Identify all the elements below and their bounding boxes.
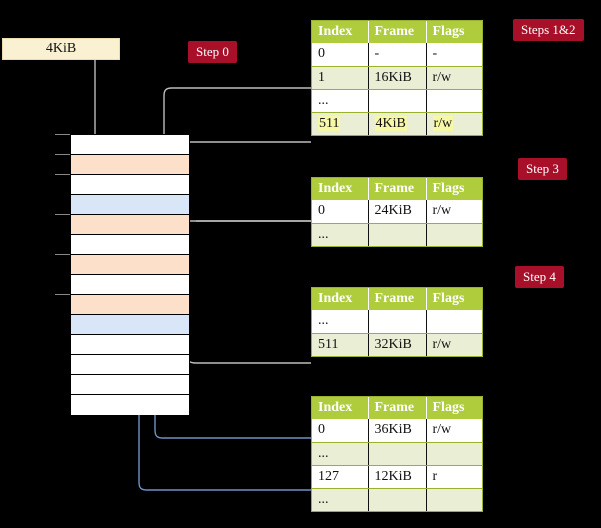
physical-memory-block — [70, 134, 190, 415]
wire-step3 — [171, 220, 311, 249]
cell-flags: - — [426, 43, 482, 67]
memory-tick — [55, 294, 71, 295]
cell-flags — [426, 89, 482, 113]
memory-frame-row — [71, 375, 189, 395]
cell-frame — [368, 89, 427, 113]
memory-frame-row — [71, 155, 189, 175]
column-header-flags: Flags — [426, 178, 482, 200]
cell-index: 0 — [312, 419, 369, 443]
step-label-step3: Step 3 — [518, 158, 567, 180]
source-frame-label: 4KiB — [45, 41, 77, 56]
memory-frame-row — [71, 295, 189, 315]
cell-frame — [368, 310, 427, 334]
table-row: ... — [312, 310, 482, 334]
table-row: 0-- — [312, 43, 482, 67]
cell-index: 511 — [312, 112, 369, 135]
memory-tick — [55, 214, 71, 215]
cell-frame: 12KiB — [368, 465, 427, 489]
step-label-step4: Step 4 — [515, 266, 564, 288]
memory-frame-row — [71, 315, 189, 335]
memory-frame-row — [71, 255, 189, 275]
cell-flags — [426, 488, 482, 511]
memory-frame-row — [71, 355, 189, 375]
memory-frame-row — [71, 395, 189, 415]
column-header-flags: Flags — [426, 288, 482, 310]
column-header-frame: Frame — [368, 21, 427, 43]
cell-index: ... — [312, 223, 369, 246]
column-header-flags: Flags — [426, 21, 482, 43]
column-header-frame: Frame — [368, 288, 427, 310]
step-label-step0: Step 0 — [188, 41, 237, 63]
cell-frame: 32KiB — [368, 333, 427, 356]
cell-index: 0 — [312, 43, 369, 67]
step-label-steps12: Steps 1&2 — [513, 19, 584, 41]
cell-frame: 24KiB — [368, 200, 427, 224]
cell-frame: 36KiB — [368, 419, 427, 443]
wire-step4 — [179, 316, 311, 364]
column-header-index: Index — [312, 178, 369, 200]
cell-flags: r/w — [426, 66, 482, 90]
table-row: ... — [312, 442, 482, 466]
memory-tick — [55, 254, 71, 255]
cell-index: 127 — [312, 465, 369, 489]
cell-frame — [368, 223, 427, 246]
cell-index: ... — [312, 488, 369, 511]
memory-tick — [55, 154, 71, 155]
cell-flags: r/w — [426, 333, 482, 356]
column-header-frame: Frame — [368, 178, 427, 200]
column-header-index: Index — [312, 397, 369, 419]
column-header-index: Index — [312, 288, 369, 310]
column-header-frame: Frame — [368, 397, 427, 419]
memory-frame-row — [71, 335, 189, 355]
cell-flags — [426, 223, 482, 246]
cell-index: 1 — [312, 66, 369, 90]
memory-frame-row — [71, 135, 189, 155]
table-row: ... — [312, 89, 482, 113]
memory-frame-row — [71, 235, 189, 255]
cell-frame — [368, 442, 427, 466]
memory-tick — [55, 174, 71, 175]
source-frame-box: 4KiB — [2, 38, 120, 60]
column-header-index: Index — [312, 21, 369, 43]
cell-index: 511 — [312, 333, 369, 356]
cell-index: ... — [312, 89, 369, 113]
cell-flags — [426, 442, 482, 466]
cell-flags: r/w — [426, 112, 482, 135]
table-row: ... — [312, 488, 482, 511]
column-header-flags: Flags — [426, 397, 482, 419]
cell-index: ... — [312, 442, 369, 466]
wire-final-0 — [148, 330, 311, 439]
memory-frame-row — [71, 175, 189, 195]
cell-flags — [426, 310, 482, 334]
memory-frame-row — [71, 195, 189, 215]
cell-frame: 16KiB — [368, 66, 427, 90]
cell-index: ... — [312, 310, 369, 334]
cell-frame — [368, 488, 427, 511]
cell-frame: 4KiB — [368, 112, 427, 135]
memory-frame-row — [71, 215, 189, 235]
memory-tick — [55, 134, 71, 135]
cell-flags: r/w — [426, 419, 482, 443]
memory-frame-row — [71, 275, 189, 295]
cell-frame: - — [368, 43, 427, 67]
cell-flags: r — [426, 465, 482, 489]
wire-final-127 — [132, 208, 311, 491]
table-row: ... — [312, 223, 482, 246]
cell-flags: r/w — [426, 200, 482, 224]
cell-index: 0 — [312, 200, 369, 224]
